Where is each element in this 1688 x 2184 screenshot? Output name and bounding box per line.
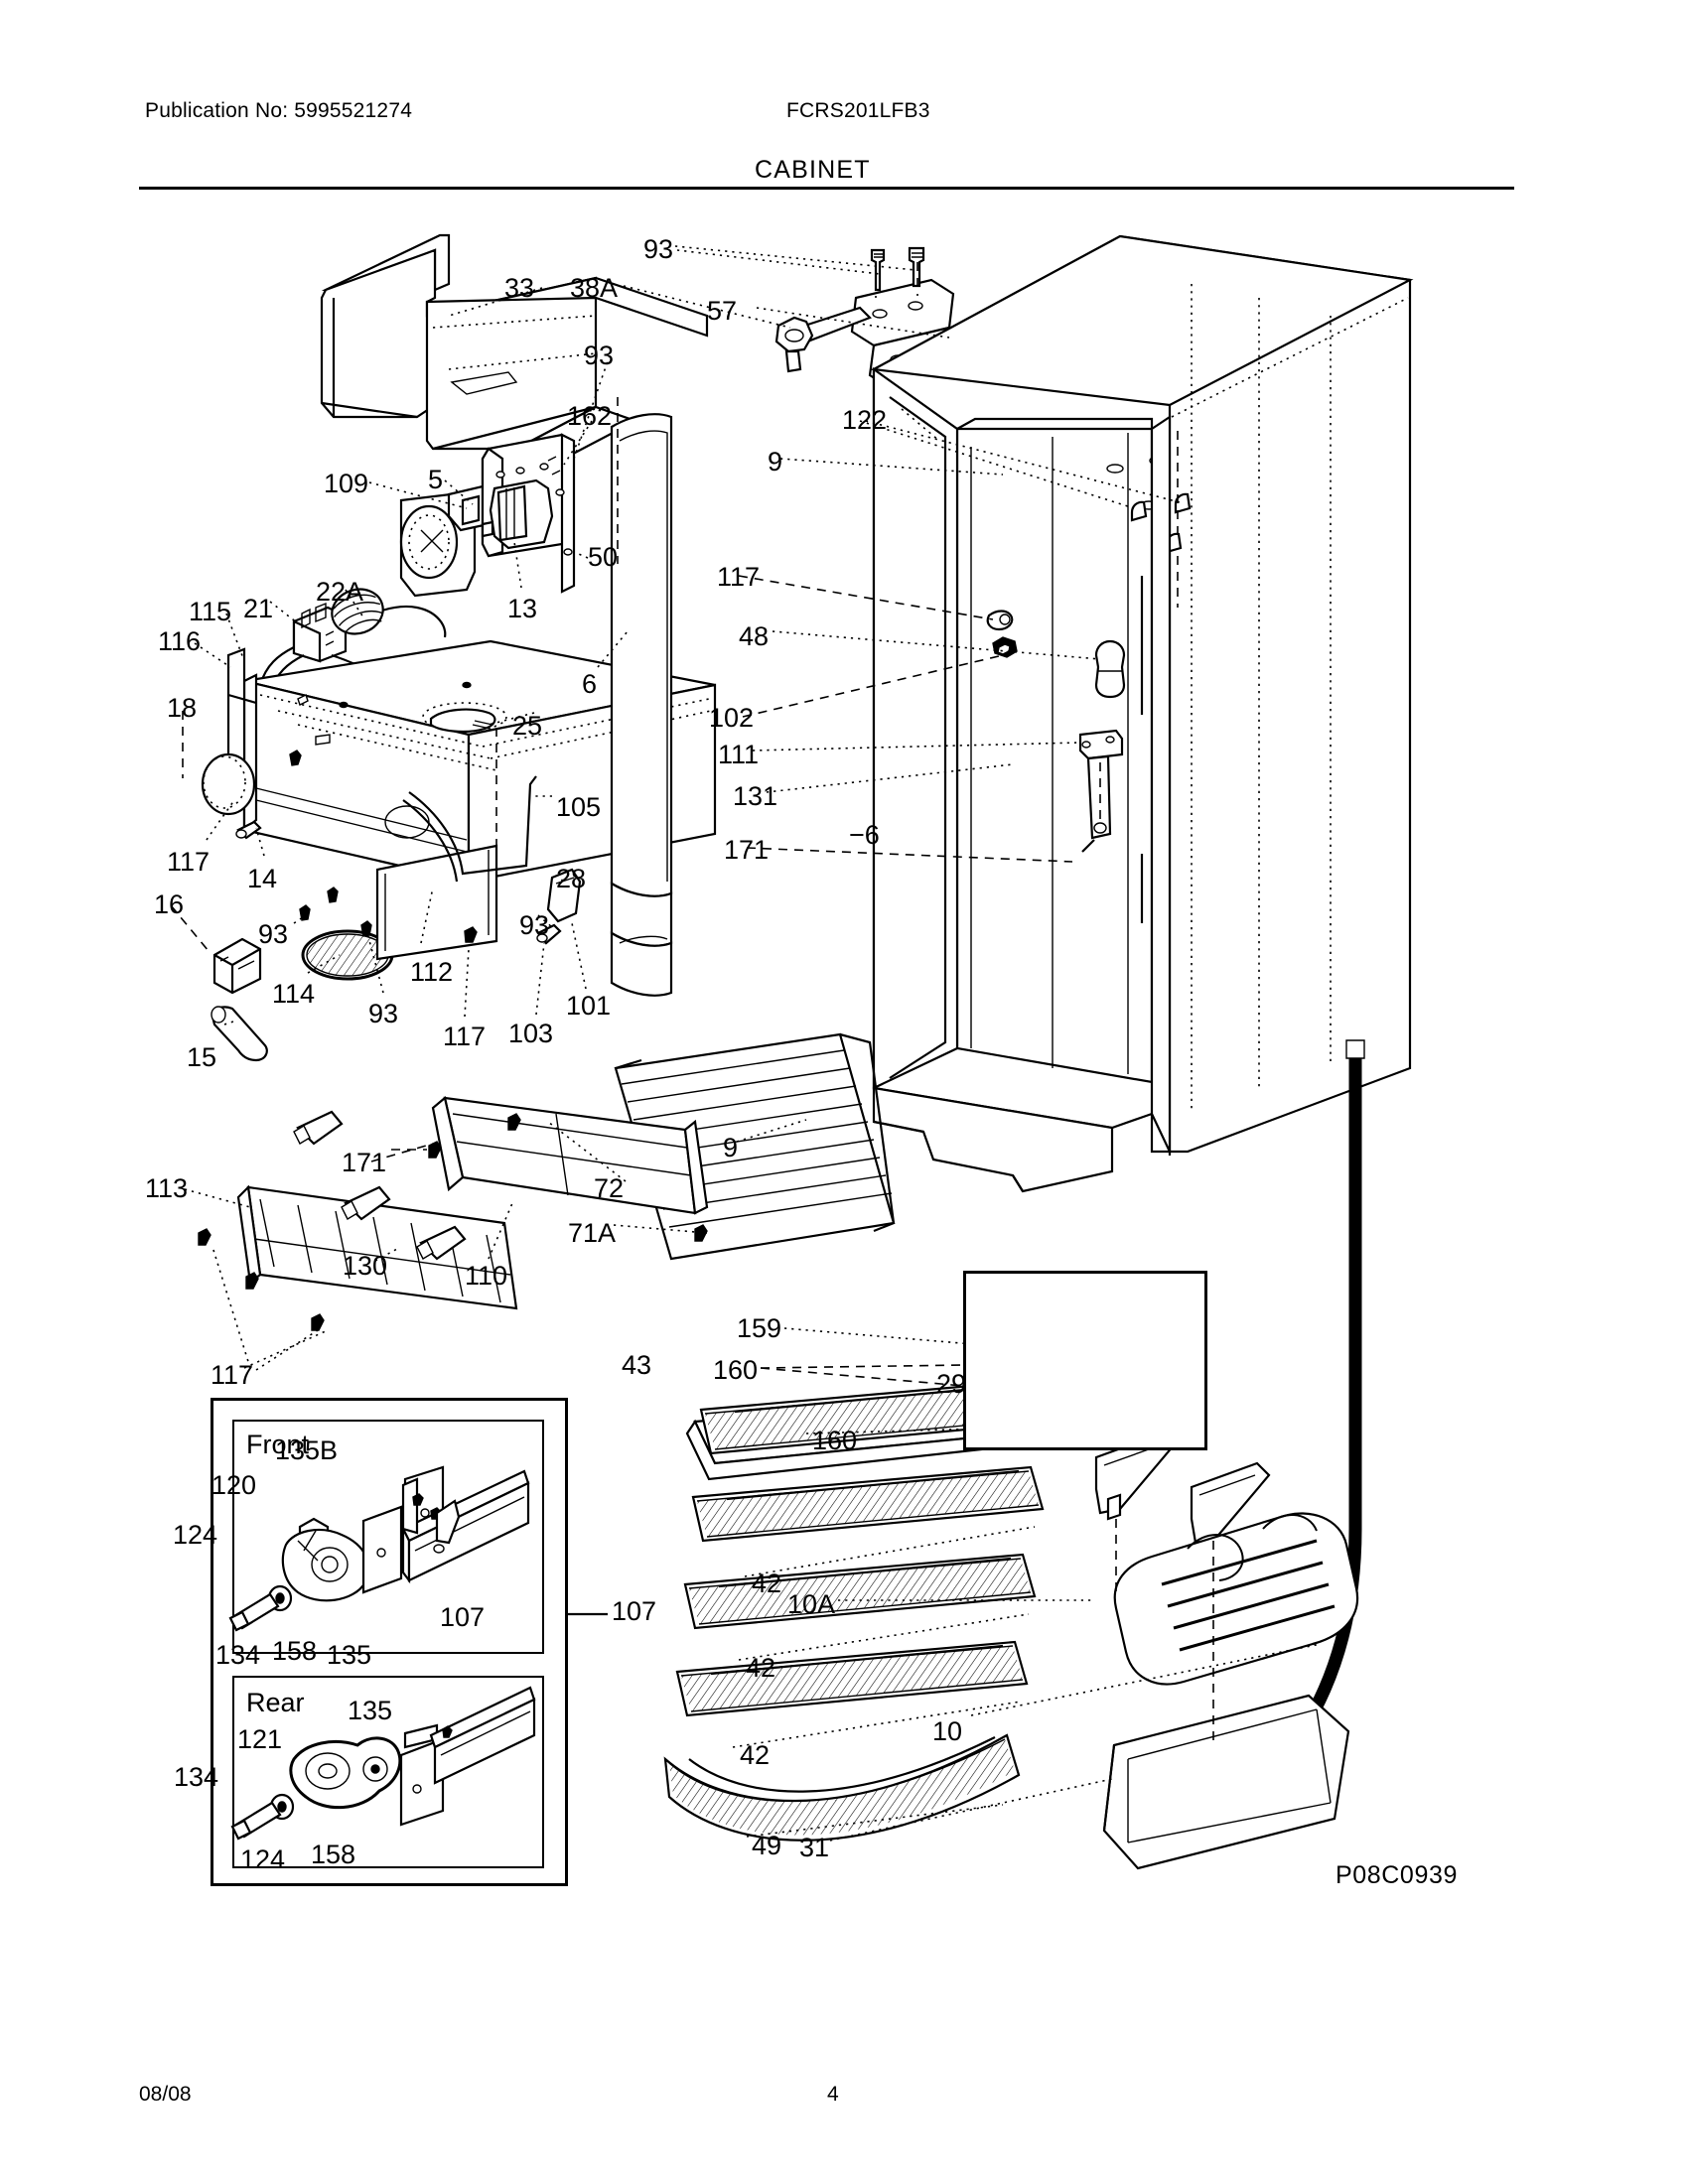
part-callout-134: 134 — [215, 1640, 261, 1670]
part-callout-48: 48 — [739, 621, 770, 651]
part-28-bracket — [464, 868, 582, 945]
part-callout-93: 93 — [258, 919, 289, 949]
part-callout-38A: 38A — [570, 273, 619, 303]
part-callout-134: 134 — [174, 1762, 219, 1792]
part-callout-93: 93 — [519, 910, 550, 940]
part-21-wiring-harness — [244, 588, 447, 730]
part-callout-162: 162 — [567, 401, 613, 431]
part-callout-107: 107 — [612, 1596, 657, 1626]
part-13-motor-bracket — [481, 433, 576, 594]
part-callout-105: 105 — [556, 792, 602, 822]
part-callout-42: 42 — [752, 1569, 782, 1598]
part-callout-160: 160 — [713, 1355, 759, 1385]
part-callout-50: 50 — [588, 542, 619, 572]
part-callout-10A: 10A — [787, 1589, 836, 1619]
part-callout-109: 109 — [324, 469, 369, 498]
header-divider — [139, 187, 1514, 190]
part-callout-159: 159 — [737, 1313, 782, 1343]
part-10-evaporator — [1094, 1432, 1359, 1870]
part-callout-49: 49 — [752, 1831, 782, 1860]
part-callout-112: 112 — [410, 957, 454, 987]
part-callout-114: 114 — [272, 979, 316, 1009]
part-callout-15: 15 — [187, 1042, 217, 1072]
part-callout-13: 13 — [507, 594, 538, 623]
part-callout-117: 117 — [443, 1022, 487, 1051]
part-callout-93: 93 — [584, 341, 615, 370]
part-callout-158: 158 — [272, 1636, 318, 1666]
part-callout-135: 135 — [327, 1640, 372, 1670]
part-callout-117: 117 — [717, 562, 761, 592]
part-callout-130: 130 — [343, 1251, 388, 1281]
part-callout-18: 18 — [167, 693, 198, 723]
part-callout-minus6: −6 — [849, 820, 880, 850]
part-callout-14: 14 — [247, 864, 278, 893]
part-callout-158: 158 — [311, 1840, 356, 1869]
part-callout-121: 121 — [237, 1724, 283, 1754]
front-inset-caption: Front — [246, 1430, 310, 1459]
part-15-drier — [211, 1006, 268, 1062]
part-callout-9: 9 — [768, 447, 783, 477]
front-caster-parts — [228, 1465, 530, 1632]
part-callout-120: 120 — [211, 1470, 257, 1500]
part-105-tube — [402, 775, 537, 883]
part-callout-72: 72 — [594, 1173, 625, 1203]
part-callout-33: 33 — [504, 273, 535, 303]
part-callout-116: 116 — [158, 626, 202, 656]
part-callout-113: 113 — [145, 1173, 189, 1203]
part-113-grille-panel — [198, 1110, 708, 1331]
part-callout-22A: 22A — [316, 577, 364, 607]
part-callout-21: 21 — [243, 594, 274, 623]
part-callout-103: 103 — [508, 1019, 554, 1048]
part-callout-102: 102 — [709, 703, 755, 733]
part-callout-10: 10 — [932, 1716, 963, 1746]
part-callout-71A: 71A — [568, 1218, 617, 1248]
footer-date: 08/08 — [139, 2083, 192, 2106]
part-16-cap — [201, 752, 256, 816]
rear-inset-caption: Rear — [246, 1688, 305, 1717]
model-number: FCRS201LFB3 — [786, 99, 930, 122]
part-callout-42: 42 — [746, 1653, 776, 1683]
part-callout-124: 124 — [240, 1844, 286, 1874]
part-callout-6: 6 — [582, 669, 598, 699]
part-callout-107: 107 — [440, 1602, 486, 1632]
part-callout-117: 117 — [167, 847, 211, 877]
part-callout-43: 43 — [622, 1350, 652, 1380]
page-title: CABINET — [755, 156, 871, 184]
part-callout-93: 93 — [368, 999, 399, 1028]
part-callout-25: 25 — [512, 711, 543, 741]
part-callout-117: 117 — [211, 1360, 254, 1390]
part-callout-28: 28 — [556, 864, 587, 893]
part-6-door-panel — [610, 413, 673, 997]
part-callout-101: 101 — [566, 991, 612, 1021]
rear-caster-parts — [230, 1686, 536, 1841]
footer-page-number: 4 — [827, 2083, 839, 2106]
part-callout-124: 124 — [173, 1520, 218, 1550]
part-callout-16: 16 — [154, 889, 185, 919]
part-14-fastener — [235, 820, 262, 840]
part-callout-57: 57 — [707, 296, 738, 326]
part-callout-93: 93 — [643, 234, 674, 264]
part-callout-171: 171 — [342, 1148, 387, 1177]
fan-motor-detail-box — [963, 1271, 1207, 1450]
part-callout-5: 5 — [428, 465, 444, 494]
part-callout-135B: 135B — [275, 1435, 339, 1465]
part-callout-171: 171 — [724, 835, 770, 865]
part-callout-9: 9 — [723, 1133, 739, 1162]
part-callout-110: 110 — [465, 1261, 508, 1291]
part-callout-135: 135 — [348, 1696, 393, 1725]
part-callout-29: 29 — [936, 1369, 967, 1399]
part-callout-111: 111 — [718, 740, 760, 769]
part-callout-42: 42 — [740, 1740, 771, 1770]
part-callout-131: 131 — [733, 781, 778, 811]
part-callout-115: 115 — [189, 597, 232, 626]
part-callout-160: 160 — [812, 1426, 858, 1455]
part-callout-122: 122 — [842, 405, 888, 435]
part-110-toe-grille — [431, 1096, 709, 1215]
publication-number: Publication No: 5995521274 — [145, 99, 413, 122]
part-16-connector — [212, 937, 262, 995]
part-callout-31: 31 — [799, 1833, 830, 1862]
figure-code: P08C0939 — [1336, 1861, 1458, 1889]
